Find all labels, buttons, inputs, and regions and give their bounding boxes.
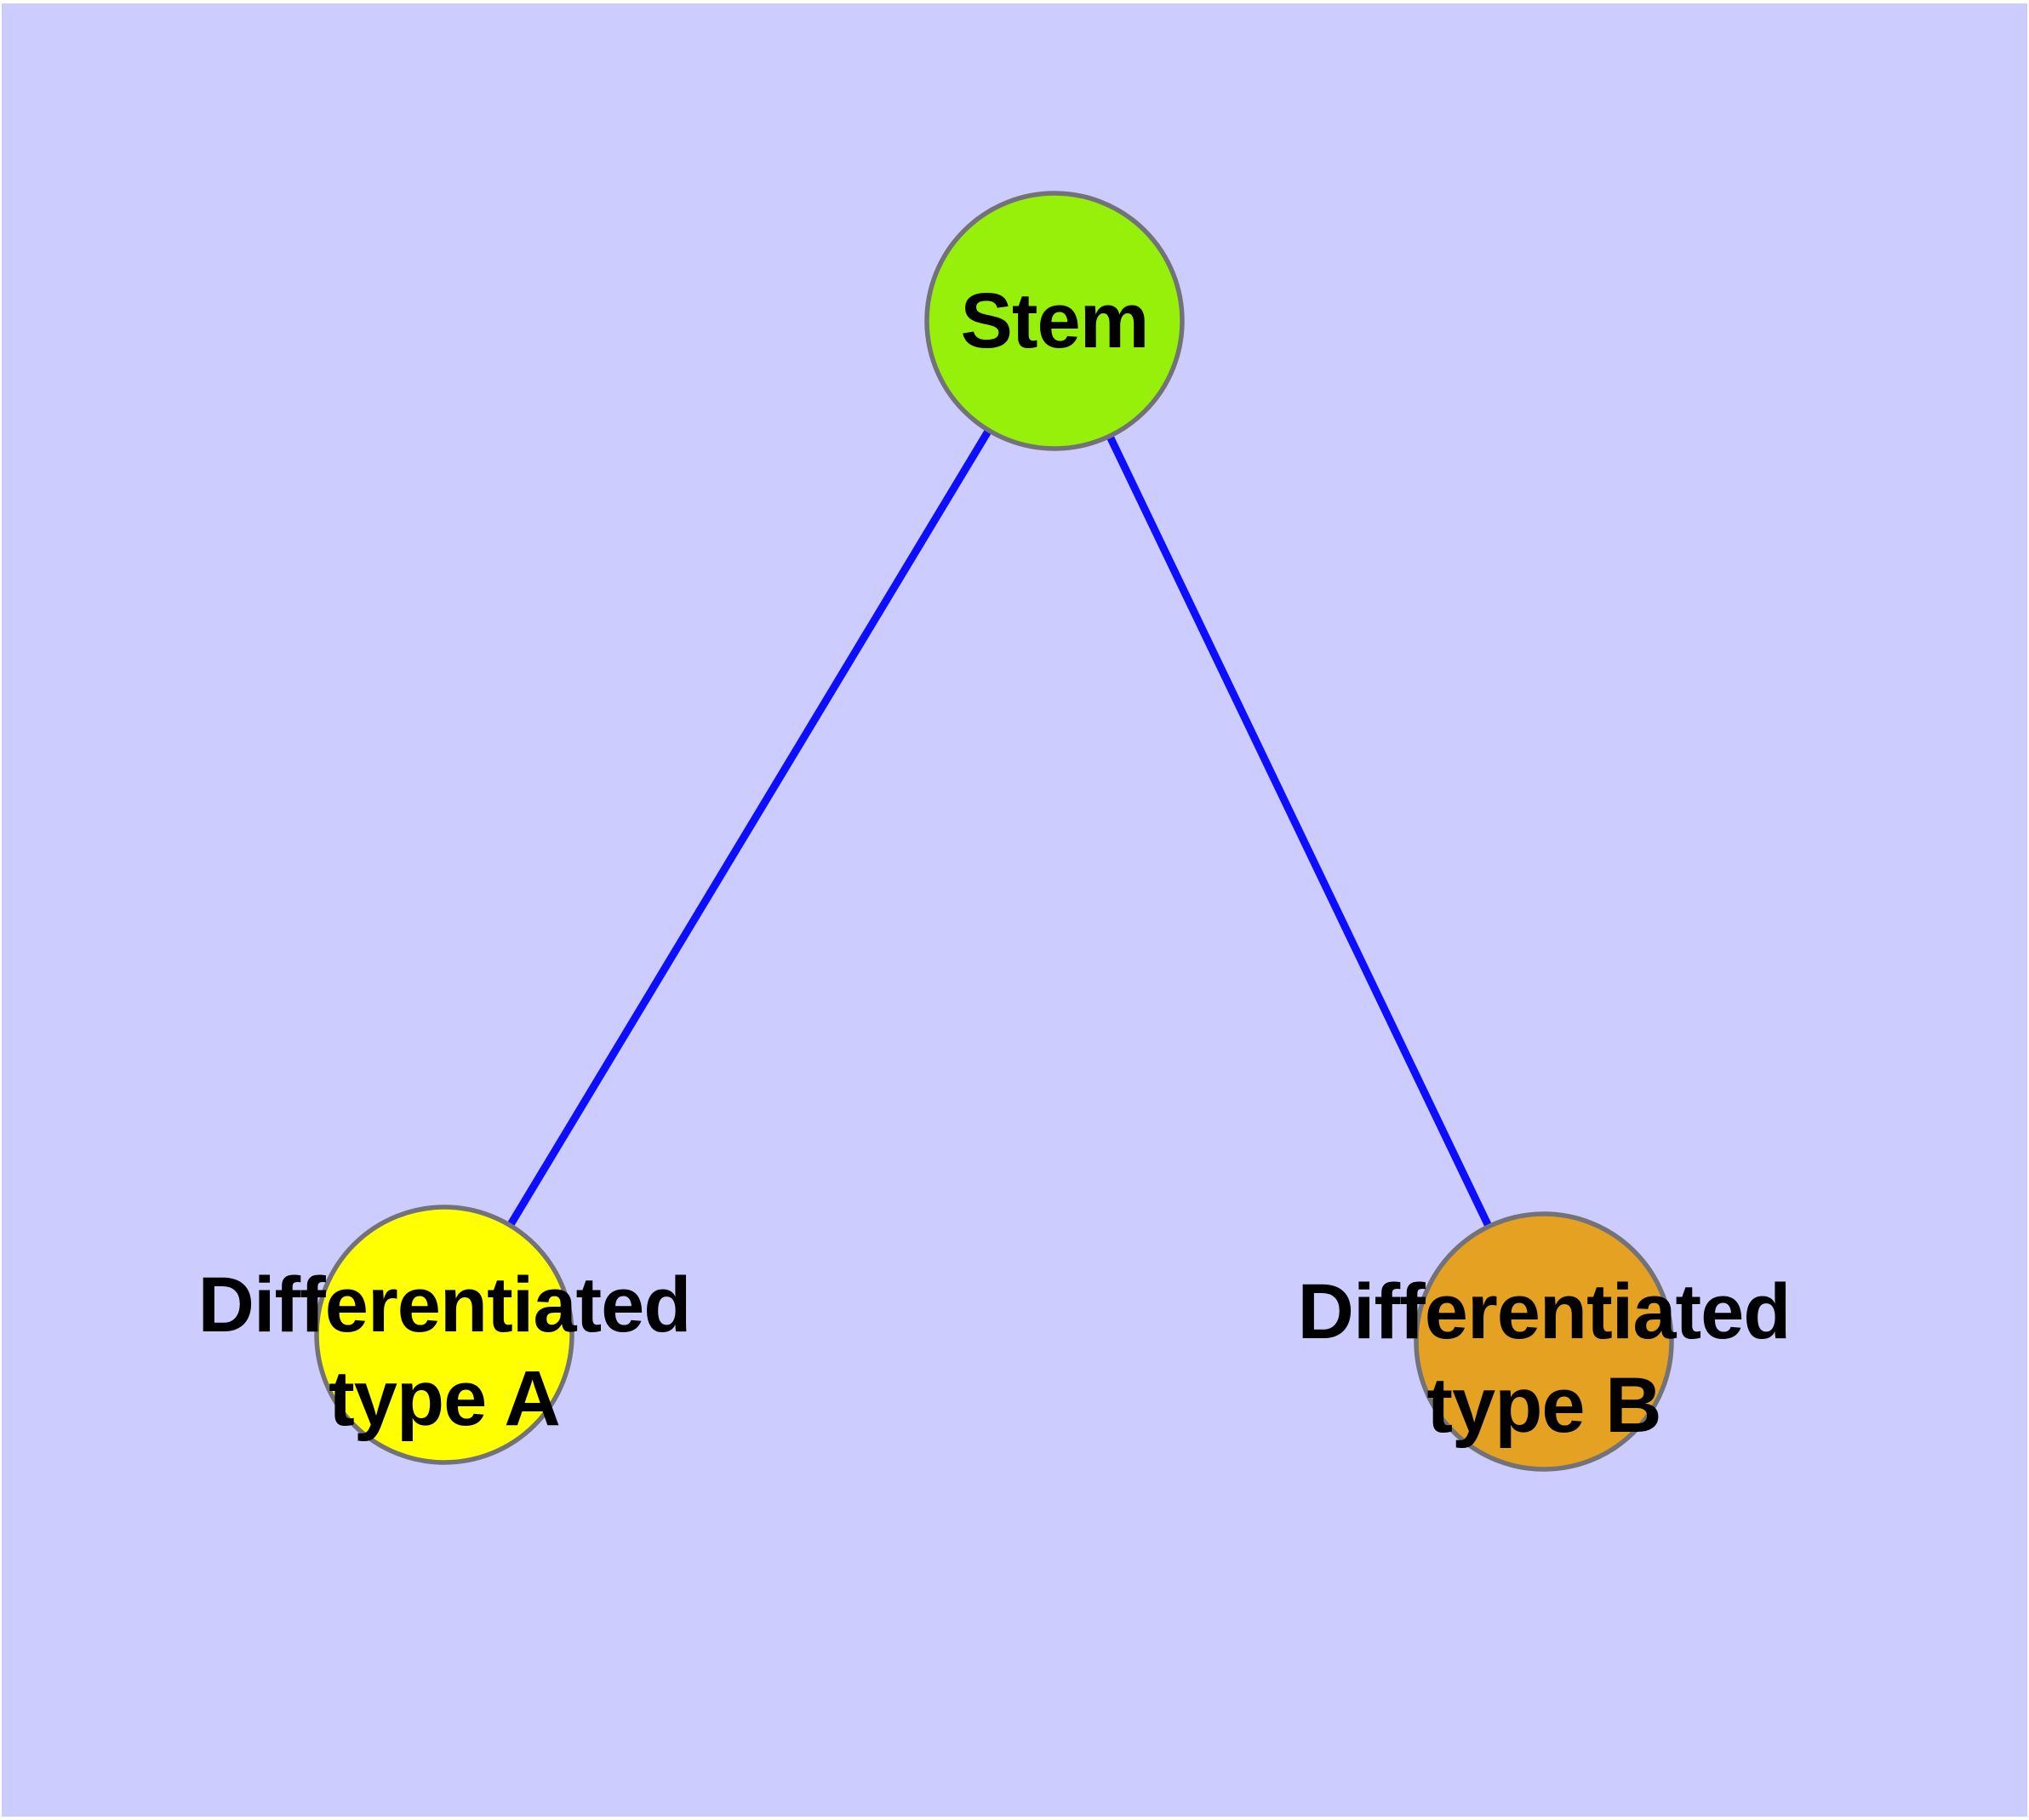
node-type-b-label: Differentiated type B bbox=[1297, 1265, 1792, 1452]
plot-background: Stem Differentiated type A Differentiate… bbox=[2, 3, 2027, 1817]
node-type-b-label-line2: type B bbox=[1426, 1362, 1661, 1449]
node-type-a-label: Differentiated type A bbox=[197, 1258, 692, 1445]
node-type-a-label-line2: type A bbox=[329, 1355, 561, 1442]
node-type-b-label-line1: Differentiated bbox=[1297, 1268, 1792, 1355]
node-stem-label: Stem bbox=[960, 274, 1150, 368]
node-stem-circle bbox=[924, 191, 1185, 451]
edge-stem-to-type-b bbox=[1050, 319, 1548, 1343]
node-stem-label-text: Stem bbox=[960, 278, 1150, 364]
edge-stem-to-type-a bbox=[441, 318, 1058, 1337]
node-type-a-label-line1: Differentiated bbox=[197, 1262, 692, 1348]
node-type-a-circle bbox=[314, 1205, 574, 1465]
graph-canvas bbox=[314, 191, 1674, 1472]
node-type-b-circle bbox=[1414, 1211, 1674, 1472]
